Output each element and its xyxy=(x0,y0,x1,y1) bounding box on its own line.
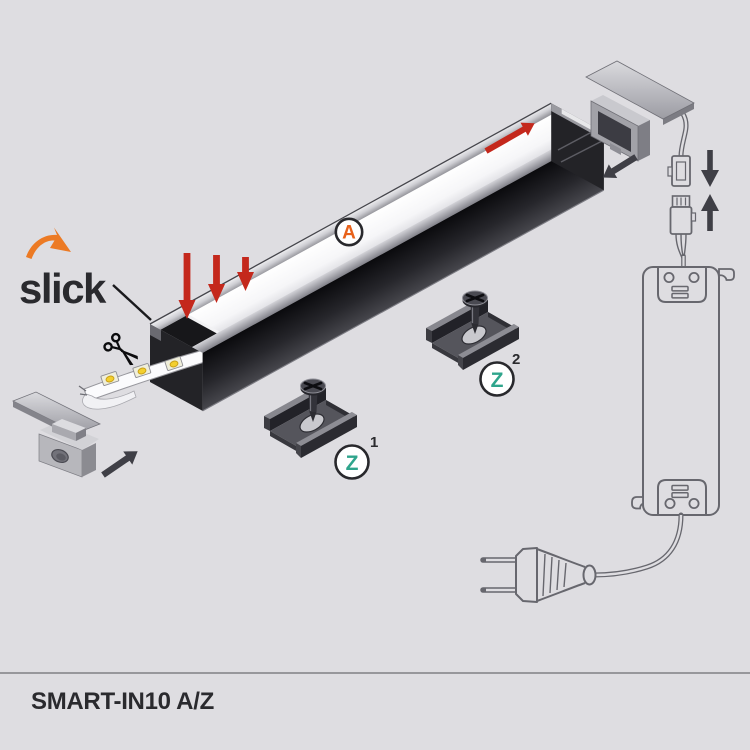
led-strip-wires xyxy=(78,385,88,396)
psu-top-terminal-block xyxy=(657,268,707,303)
profile-bottom-edge xyxy=(202,189,605,412)
mains-cable xyxy=(591,512,684,578)
callout-sup-2: 2 xyxy=(512,351,520,368)
eu-plug xyxy=(480,547,597,603)
profile-side-wall xyxy=(202,132,604,411)
callout-letter-a: A xyxy=(342,223,356,244)
insert-arrow-icon xyxy=(101,451,138,478)
profile-flange-right xyxy=(192,126,604,353)
callout-clip-2: Z 2 xyxy=(479,351,520,397)
press-arrow-icon xyxy=(208,255,225,303)
callout-profile-cover: A xyxy=(334,217,364,247)
wire-connector-pair xyxy=(667,155,697,260)
led-strip-liner xyxy=(82,390,137,410)
press-down-arrows xyxy=(178,253,254,319)
connector-female xyxy=(671,155,691,187)
brand-logo: slick xyxy=(19,227,152,321)
led-chip xyxy=(132,363,152,378)
mounting-clip-2 xyxy=(424,289,521,372)
plug-neck xyxy=(582,564,597,586)
press-arrow-icon xyxy=(237,257,254,291)
psu-body xyxy=(642,266,720,516)
scissors-icon xyxy=(103,332,138,366)
plug-prongs xyxy=(480,557,519,593)
logo-swoosh-arrow-icon xyxy=(26,227,71,259)
connector-male-body xyxy=(669,206,693,235)
led-chip xyxy=(164,356,184,371)
diffuser-cut-edge xyxy=(186,313,220,334)
mains-cable-core xyxy=(593,514,683,577)
remove-arrow-icon xyxy=(602,154,638,178)
end-cap-cable xyxy=(585,60,695,162)
product-code-label: SMART-IN10 A/Z xyxy=(31,688,214,715)
callout-clip-1: Z 1 xyxy=(334,434,378,480)
plug-face xyxy=(515,547,538,603)
diffuser-cover xyxy=(186,109,594,333)
slide-arrow-icon xyxy=(484,122,535,154)
plug-cone xyxy=(536,548,586,602)
callout-letter-z2: Z xyxy=(491,369,504,392)
led-strip xyxy=(78,348,212,410)
profile-open-channel xyxy=(160,315,219,348)
power-supply xyxy=(631,266,735,516)
connect-arrows xyxy=(701,150,719,231)
led-profile xyxy=(78,102,605,412)
led-chip xyxy=(100,371,120,386)
callout-sup-1: 1 xyxy=(370,434,378,451)
psu-mount-tab-top xyxy=(718,268,735,281)
press-arrow-icon xyxy=(178,253,196,319)
end-cap-closed xyxy=(12,391,101,478)
mounting-clip-1 xyxy=(262,377,359,460)
logo-leader-line xyxy=(112,284,152,321)
callout-letter-z1: Z xyxy=(346,452,359,475)
logo-text: slick xyxy=(19,265,107,312)
profile-left-flange-tip xyxy=(150,324,161,341)
psu-mount-tab-bottom xyxy=(631,496,644,510)
footer-divider xyxy=(0,672,750,674)
